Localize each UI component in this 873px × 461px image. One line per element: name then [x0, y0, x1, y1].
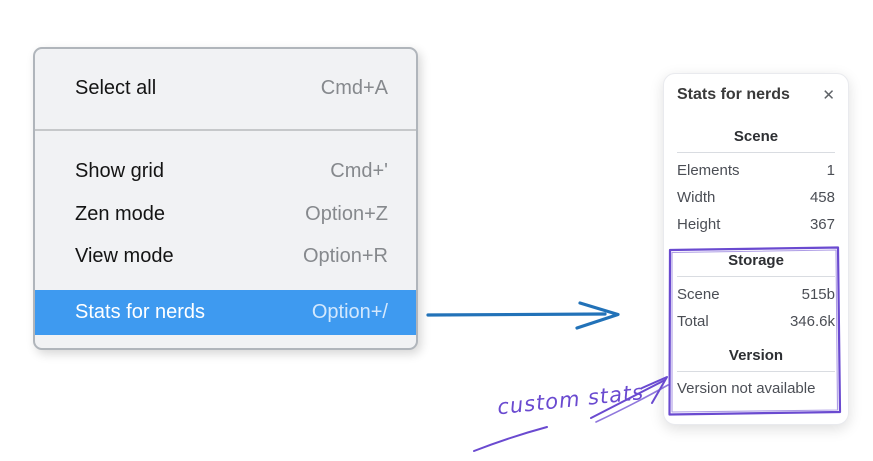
stat-value: 1: [826, 162, 835, 179]
menu-item-shortcut: Cmd+A: [320, 76, 388, 99]
menu-item-label: Show grid: [75, 159, 164, 182]
section-storage: Storage Scene 515b Total 346.6k: [677, 252, 835, 335]
stat-row-elements: Elements 1: [677, 157, 835, 184]
stat-label: Elements: [677, 162, 740, 179]
blue-arrow-head: [575, 301, 620, 330]
stat-value: 367: [809, 216, 835, 233]
section-version: Version Version not available: [677, 347, 835, 402]
menu-item-view-mode[interactable]: View mode Option+R: [35, 234, 416, 278]
menu-item-show-grid[interactable]: Show grid Cmd+': [35, 149, 416, 193]
stats-panel-title: Stats for nerds: [677, 86, 790, 103]
section-divider: [677, 276, 835, 277]
stat-label: Scene: [677, 286, 720, 303]
menu-item-shortcut: Option+R: [302, 244, 388, 267]
menu-divider: [35, 129, 416, 131]
menu-item-shortcut: Cmd+': [330, 159, 388, 182]
blue-arrow: [426, 301, 620, 330]
stat-value: 346.6k: [789, 313, 835, 330]
section-heading: Storage: [728, 252, 784, 269]
menu-item-label: View mode: [75, 244, 174, 267]
menu-item-shortcut: Option+/: [311, 301, 388, 323]
stat-value: 458: [809, 189, 835, 206]
stat-label: Height: [677, 216, 721, 233]
purple-arrow-tail: [473, 426, 548, 452]
section-divider: [677, 371, 835, 372]
menu-item-label: Select all: [75, 76, 157, 99]
menu-item-zen-mode[interactable]: Zen mode Option+Z: [35, 192, 416, 236]
stat-row-scene-storage: Scene 515b: [677, 281, 835, 308]
section-heading: Scene: [733, 128, 779, 145]
stat-label: Total: [677, 313, 709, 330]
stat-row-height: Height 367: [677, 211, 835, 238]
menu-item-stats-for-nerds[interactable]: Stats for nerds Option+/: [35, 290, 416, 335]
section-divider: [677, 152, 835, 153]
stats-panel: Stats for nerds ✕ Scene Elements 1 Width…: [663, 73, 849, 425]
stat-value: 515b: [801, 286, 835, 303]
menu-item-select-all[interactable]: Select all Cmd+A: [35, 66, 416, 110]
stat-row-total-storage: Total 346.6k: [677, 308, 835, 335]
custom-stats-label: custom stats: [496, 380, 646, 420]
section-scene: Scene Elements 1 Width 458 Height 367: [677, 128, 835, 238]
blue-arrow-shaft: [426, 312, 607, 317]
menu-item-label: Zen mode: [75, 202, 166, 225]
stats-panel-header: Stats for nerds ✕: [677, 86, 835, 104]
stat-label: Width: [677, 189, 716, 206]
stat-row-width: Width 458: [677, 184, 835, 211]
close-icon[interactable]: ✕: [822, 86, 835, 104]
menu-item-shortcut: Option+Z: [305, 202, 388, 225]
section-heading: Version: [728, 347, 784, 364]
version-note: Version not available: [677, 380, 816, 397]
context-menu: Select all Cmd+A Show grid Cmd+' Zen mod…: [33, 47, 418, 350]
menu-item-label: Stats for nerds: [75, 301, 206, 323]
